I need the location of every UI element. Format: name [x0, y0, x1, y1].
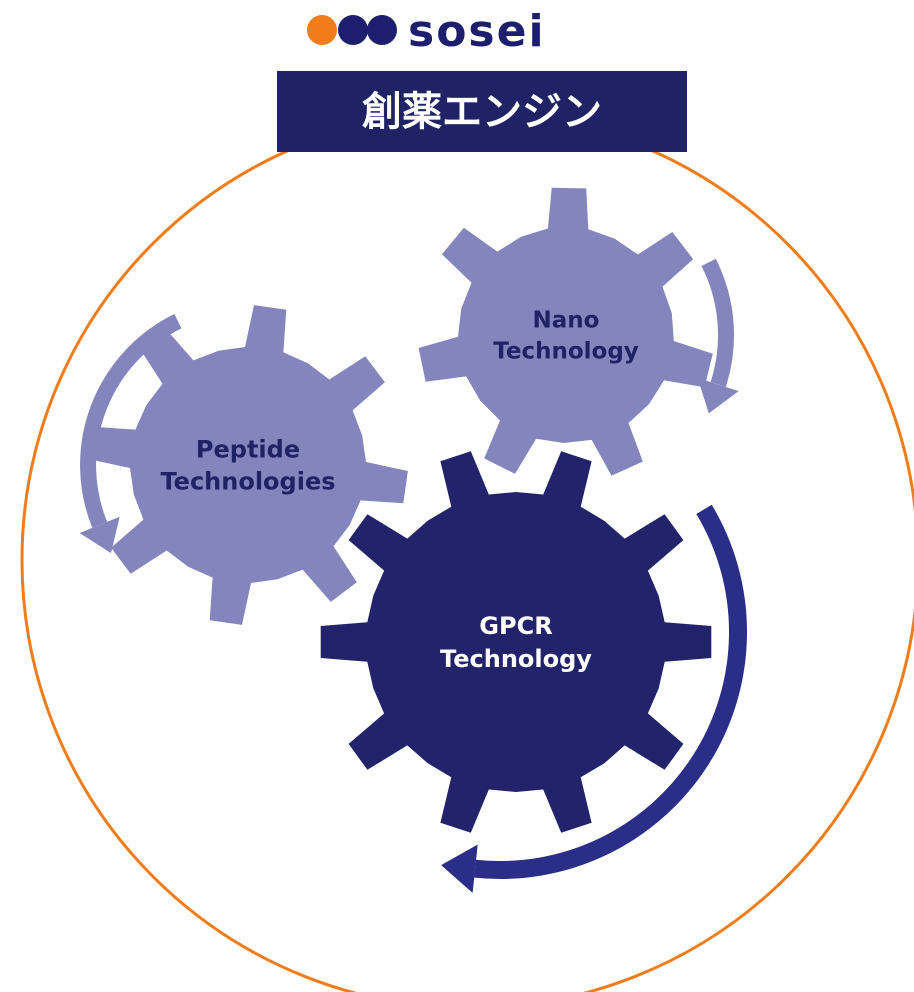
logo-dot-navy	[367, 15, 397, 45]
logo-dot-navy	[338, 15, 368, 45]
gear-peptide-label-line-1: Peptide	[196, 435, 300, 463]
gpcr-rotation-arrow-head	[441, 844, 478, 893]
nano-rotation-arrow-arc	[701, 258, 735, 387]
gear-peptide-shape	[88, 305, 408, 625]
gpcr-rotation-arrow-arc	[474, 504, 747, 880]
gear-nano-label-line-2: Technology	[493, 339, 639, 365]
logo-text: sosei	[408, 6, 546, 57]
gears: PeptideTechnologiesNanoTechnologyGPCRTec…	[88, 187, 713, 833]
logo-dot-orange	[307, 15, 337, 45]
title-background	[277, 71, 687, 152]
gear-peptide-label-line-2: Technologies	[160, 467, 335, 495]
peptide-rotation-arrow-arc	[80, 314, 182, 528]
nano-rotation-arrow-head	[697, 377, 739, 414]
gear-gpcr: GPCR Technology	[320, 451, 712, 833]
rotation-arrows	[79, 258, 747, 893]
gear-gpcr-shape	[320, 451, 712, 833]
sosei-logo: sosei	[307, 6, 546, 57]
gear-nano-shape	[418, 187, 713, 476]
gear-gpcr-label-line-1: GPCR	[479, 612, 552, 640]
title-box: 創薬エンジン	[277, 71, 687, 152]
gear-gpcr-label-line-2: Technology	[440, 645, 592, 673]
gear-nano-label-line-1: Nano	[533, 308, 600, 334]
page-title: 創薬エンジン	[362, 89, 602, 135]
peptide-rotation-arrow-head	[79, 516, 120, 554]
